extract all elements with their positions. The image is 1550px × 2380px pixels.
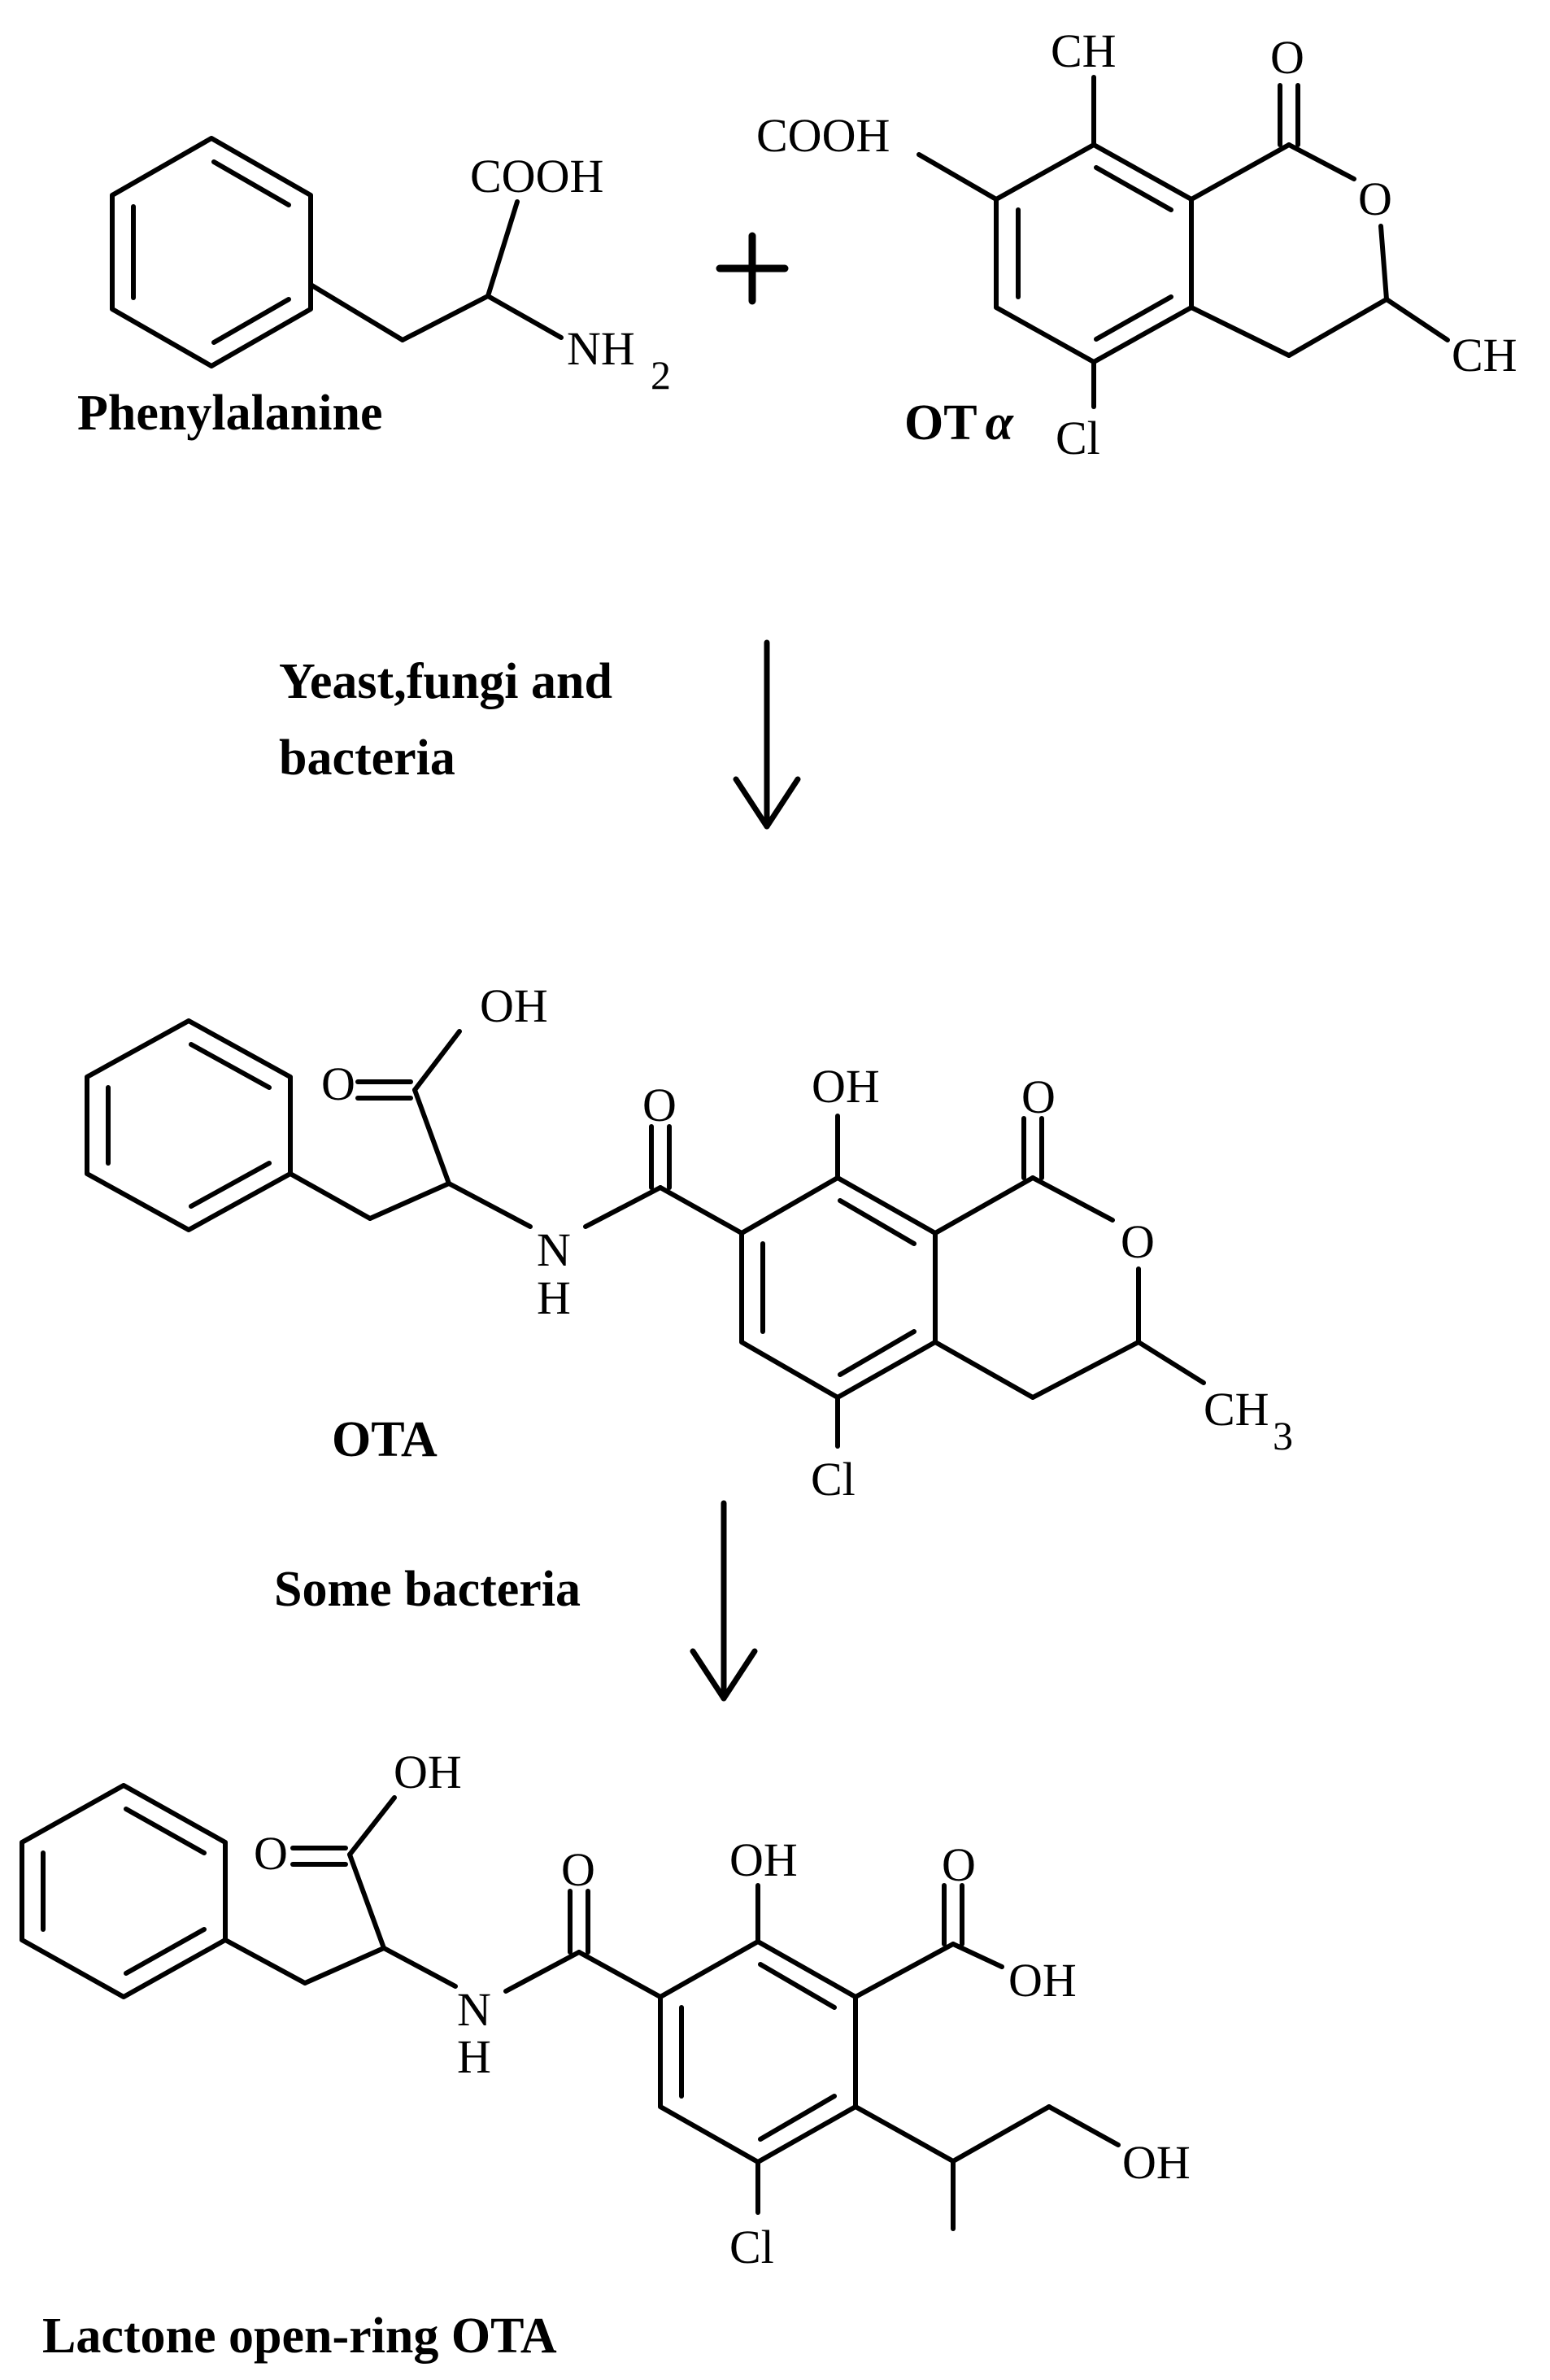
ot-alpha-lactone-ring: [1189, 83, 1389, 358]
ota-ch3-label: CH: [1204, 1383, 1269, 1436]
ot-alpha-ring-o-label: O: [1358, 172, 1392, 225]
ota-name-label: OTA: [332, 1412, 438, 1467]
lactone-open-amide-h-label: H: [457, 2030, 491, 2083]
lactone-open-benzene-ring: [20, 1783, 228, 1999]
ota-cl-label: Cl: [811, 1453, 856, 1506]
lactone-open-name-label: Lactone open-ring OTA: [42, 2308, 557, 2364]
ota-benzene-ring: [85, 1018, 293, 1232]
ota-lactone-ring: [933, 1116, 1206, 1400]
ota-carbonyl-o-label: O: [1021, 1070, 1056, 1123]
lactone-open-ring-ota-structure: OH O O N H OH O OH OH Cl Lactone open-ri…: [20, 1746, 1191, 2364]
lactone-open-amino-acid-bonds: [223, 1795, 581, 1994]
lactone-open-amide-carbonyl-bonds: [568, 1889, 663, 1999]
lactone-open-amide-n-label: N: [457, 1983, 491, 2036]
ot-alpha-cooh-label: COOH: [756, 109, 890, 162]
ota-structure: OH O O N H OH O O CH 3 Cl OTA: [85, 979, 1293, 1506]
phenylalanine-side-chain-bonds: [308, 199, 564, 342]
ot-alpha-ch-top-label: CH: [1051, 24, 1117, 77]
lactone-open-side-oh-label: OH: [1122, 2136, 1191, 2189]
phenylalanine-nh-label: NH: [567, 322, 635, 375]
lactone-open-cooh-o-label: O: [942, 1838, 976, 1891]
ot-alpha-carbonyl-o-label: O: [1270, 31, 1304, 84]
reaction-arrow-1: [733, 639, 801, 830]
ota-phenol-oh-label: OH: [812, 1060, 880, 1113]
lactone-open-acid-oh-label: OH: [394, 1746, 462, 1798]
lactone-open-phenol-oh-label: OH: [729, 1833, 798, 1886]
ota-acid-o-label: O: [321, 1057, 355, 1110]
lactone-open-amide-o-label: O: [561, 1843, 595, 1896]
ot-alpha-substituent-bonds: [917, 75, 1450, 409]
ota-ch3-subscript: 3: [1273, 1413, 1293, 1458]
ota-aromatic-ring: [739, 1175, 938, 1400]
ot-alpha-aromatic-ring: [994, 142, 1194, 364]
lactone-open-cooh-oh-label: OH: [1008, 1954, 1077, 2007]
step1-condition-line2: bacteria: [279, 730, 455, 786]
step2-condition-line1: Some bacteria: [274, 1562, 581, 1617]
ot-alpha-cl-label: Cl: [1056, 412, 1100, 464]
phenylalanine-benzene-ring: [110, 136, 313, 368]
ota-amide-n-label: N: [537, 1223, 571, 1276]
phenylalanine-name-label: Phenylalanine: [77, 386, 383, 441]
reaction-arrow-2: [690, 1500, 758, 1702]
plus-sign: [716, 232, 789, 305]
ota-amide-o-label: O: [642, 1079, 677, 1131]
phenylalanine-cooh-label: COOH: [470, 150, 603, 203]
ota-acid-oh-label: OH: [480, 979, 548, 1032]
phenylalanine-nh-subscript: 2: [651, 352, 671, 398]
ot-alpha-ch-right-label: CH: [1452, 329, 1517, 381]
lactone-open-cl-label: Cl: [729, 2221, 774, 2273]
ota-amino-acid-bonds: [288, 1029, 663, 1229]
lactone-open-acid-o-label: O: [254, 1827, 288, 1880]
phenylalanine-structure: COOH NH 2 Phenylalanine: [77, 136, 671, 441]
lactone-open-substituent-bonds: [755, 1883, 1121, 2231]
ota-amide-h-label: H: [537, 1271, 571, 1324]
lactone-open-aromatic-ring: [658, 1939, 858, 2164]
step1-condition-line1: Yeast,fungi and: [279, 654, 612, 709]
ota-ring-o-label: O: [1121, 1215, 1155, 1268]
ota-amide-carbonyl-bonds: [649, 1124, 744, 1236]
